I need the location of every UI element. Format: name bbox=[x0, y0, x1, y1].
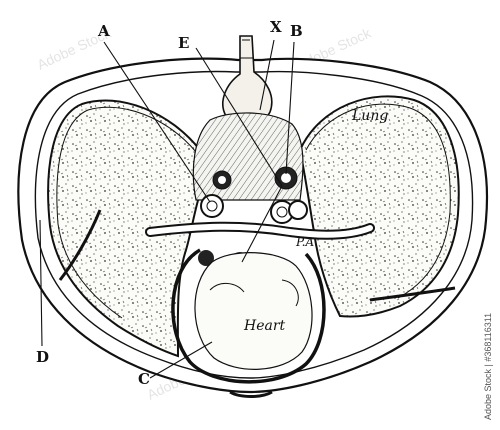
heart-detail bbox=[209, 279, 299, 307]
stock-id-text: Adobe Stock | #368116311 bbox=[483, 313, 493, 420]
label-d: D bbox=[36, 348, 49, 366]
leader-d bbox=[39, 219, 43, 347]
sternum bbox=[229, 390, 273, 398]
label-e: E bbox=[178, 34, 189, 52]
heart bbox=[194, 252, 313, 370]
right-pleura bbox=[305, 103, 451, 299]
label-c: C bbox=[138, 370, 150, 388]
label-pa: P.A. bbox=[295, 235, 318, 249]
leader-e bbox=[195, 47, 283, 187]
pulmonary-vein-1 bbox=[198, 250, 214, 266]
left-lung-fissure bbox=[58, 209, 102, 281]
pericardium bbox=[171, 248, 326, 384]
leader-x bbox=[259, 39, 275, 111]
label-heart: Heart bbox=[243, 318, 286, 334]
right-lung-fissure bbox=[369, 286, 456, 302]
label-lung: Lung bbox=[351, 108, 388, 124]
leader-c bbox=[149, 341, 213, 379]
left-pleura bbox=[56, 106, 197, 319]
label-x: X bbox=[270, 18, 282, 36]
label-a: A bbox=[97, 22, 110, 40]
leader-b bbox=[285, 41, 295, 175]
leader-e2 bbox=[241, 185, 283, 263]
left-lung bbox=[47, 99, 209, 358]
right-bronchus-2 bbox=[288, 200, 308, 220]
leader-a bbox=[103, 41, 211, 203]
label-b: B bbox=[290, 22, 303, 40]
spinal-process bbox=[240, 39, 254, 59]
